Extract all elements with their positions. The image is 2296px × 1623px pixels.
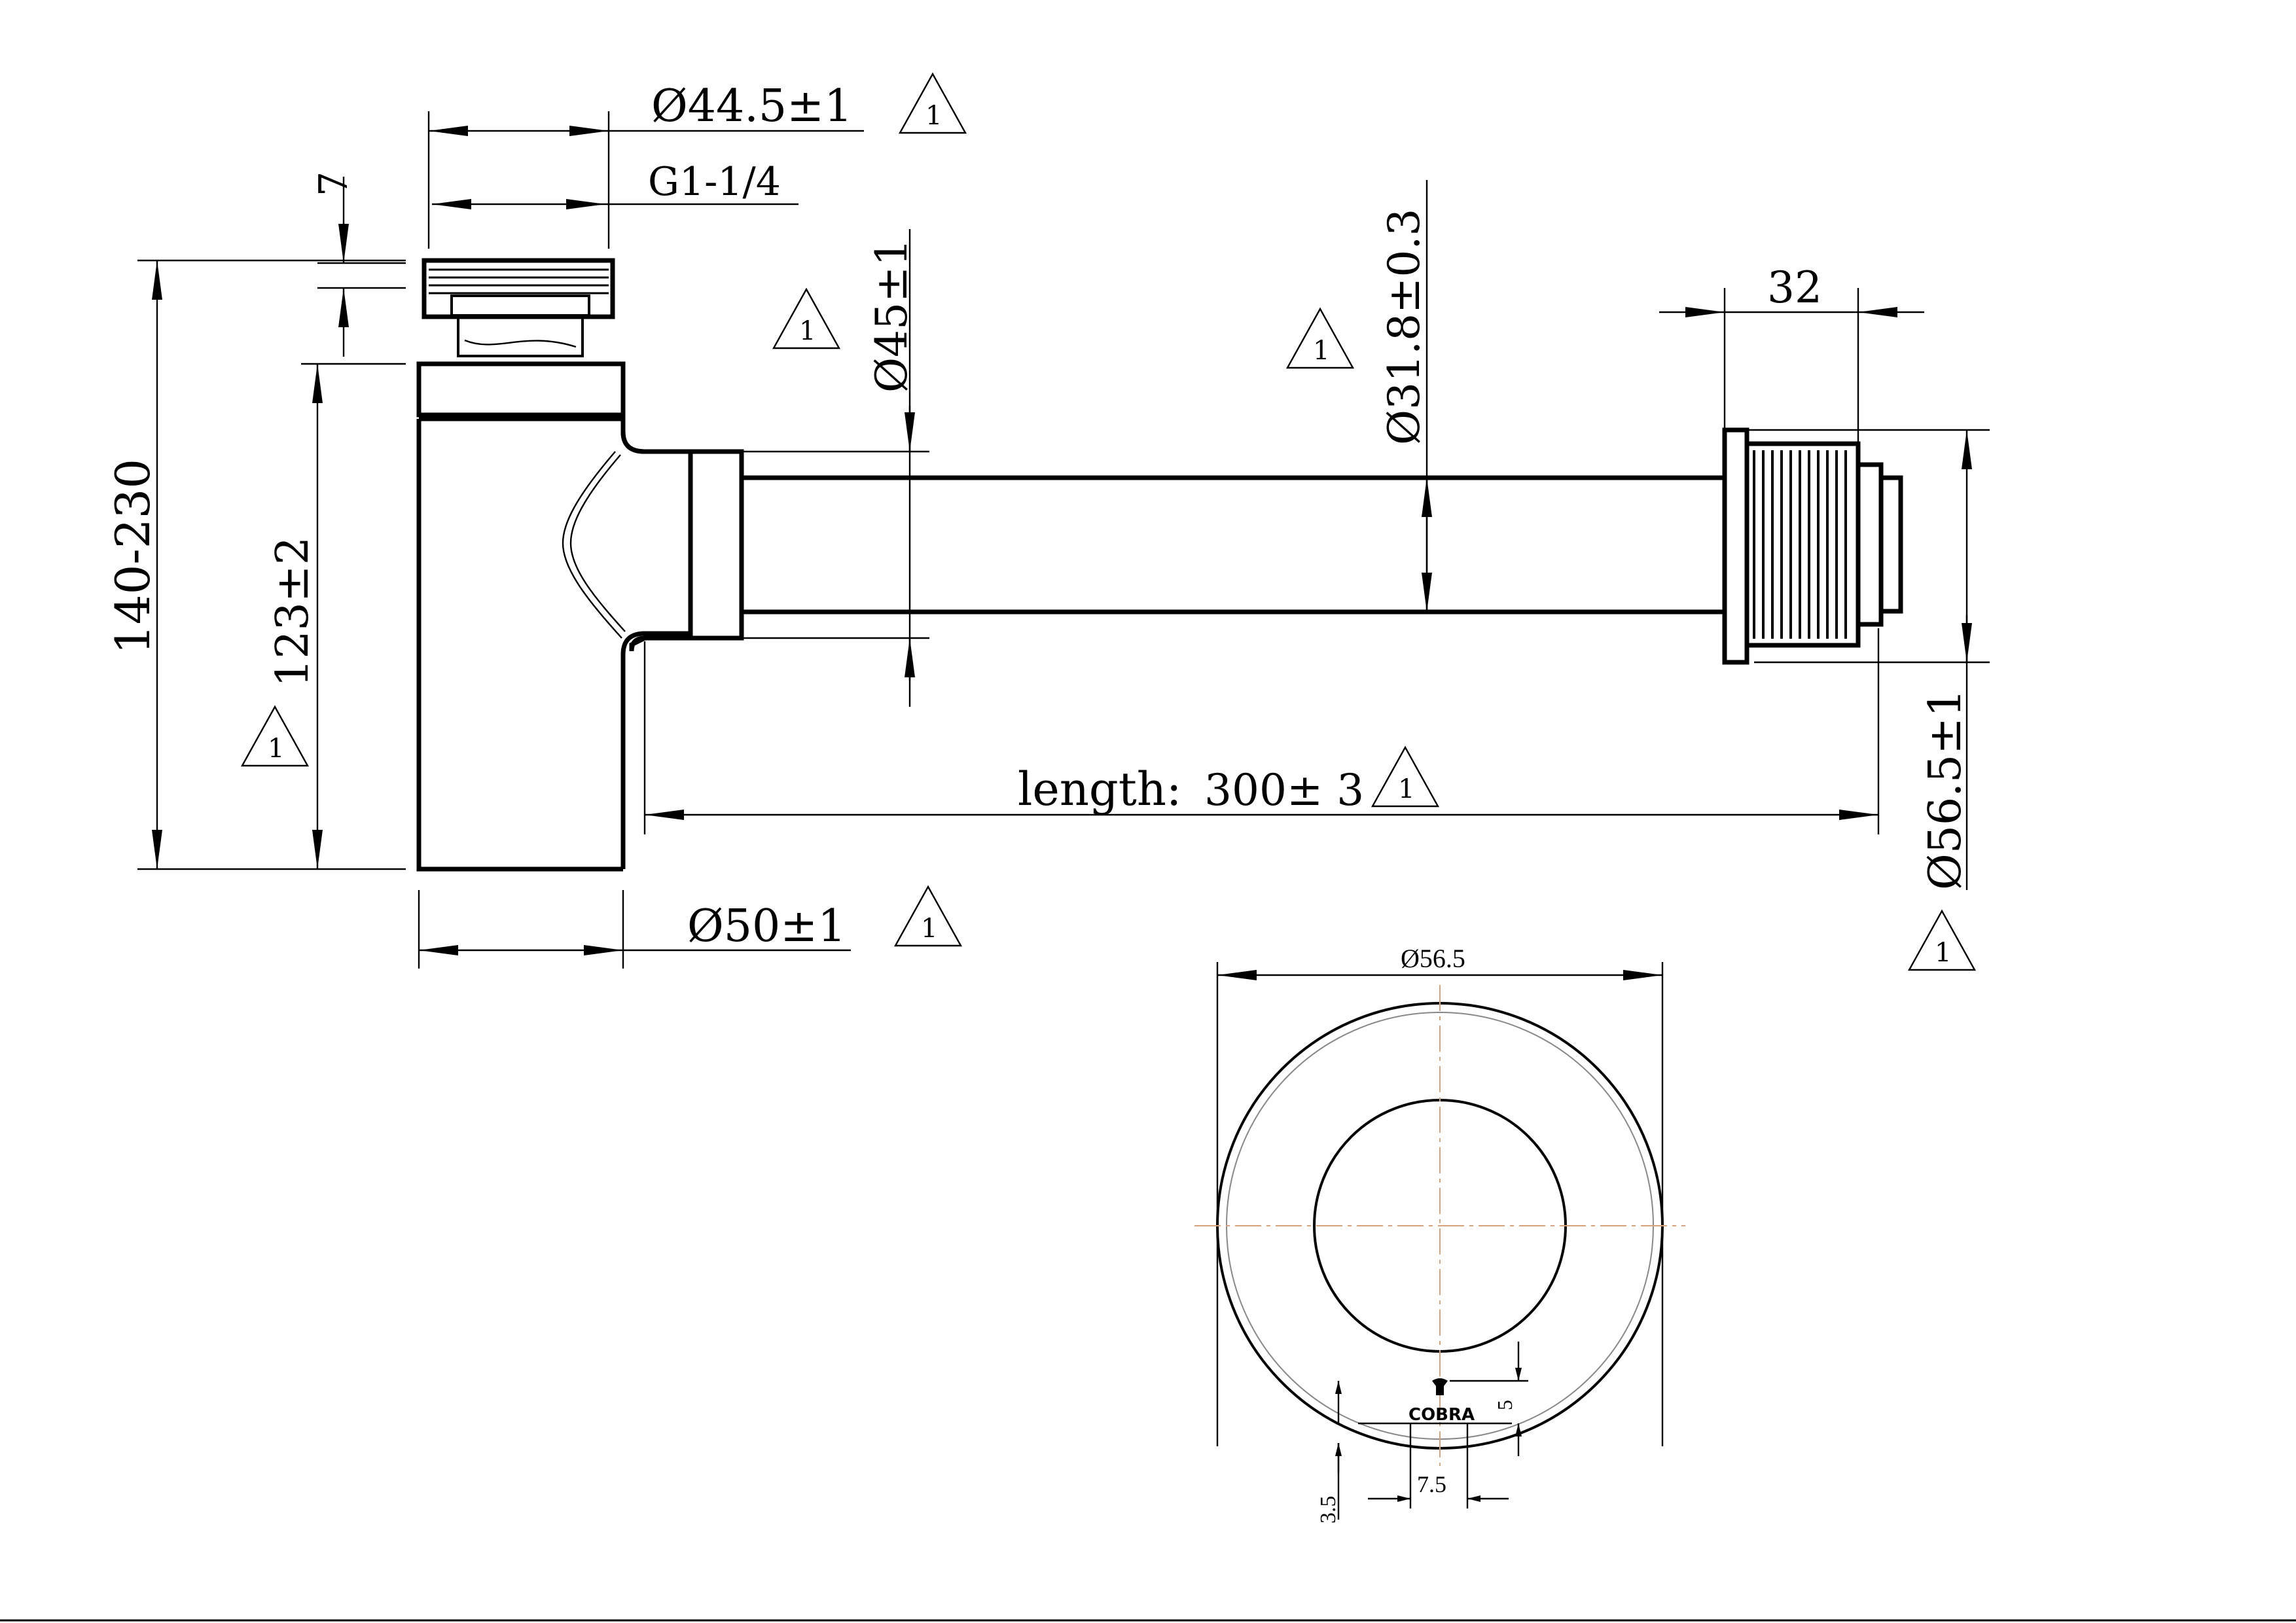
logo-width-label: 7.5 <box>1417 1471 1446 1497</box>
pipe-diameter-label: Ø31.8±0.3 <box>1379 209 1429 445</box>
rev-marker: 1 <box>1398 774 1414 804</box>
body-diameter-label: Ø50±1 <box>687 901 846 952</box>
trap-body <box>416 416 693 872</box>
nut-width-label: 32 <box>1767 262 1822 313</box>
logo-height-label: 5 <box>1493 1400 1516 1410</box>
rosette-diameter-label: Ø56.5 <box>1401 944 1465 973</box>
cap-height-label: 7 <box>311 171 357 196</box>
length-caption: length: <box>1018 762 1182 816</box>
rev-marker: 1 <box>925 101 942 131</box>
body-height-label: 123±2 <box>267 537 319 687</box>
rev-marker: 1 <box>921 914 937 944</box>
body-collar <box>416 361 626 418</box>
cobra-logo: COBRA <box>1408 1378 1475 1425</box>
outlet-socket <box>688 449 744 641</box>
overall-height-label: 140-230 <box>105 459 160 654</box>
svg-text:COBRA: COBRA <box>1408 1405 1475 1425</box>
flange-diameter-label: Ø56.5±1 <box>1920 689 1971 890</box>
thread-label: G1-1/4 <box>648 159 781 205</box>
length-value: 300± 3 <box>1204 765 1364 815</box>
dimensions: Ø44.5±1 1 G1-1/4 7 140-230 123±2 1 Ø45±1… <box>105 73 1990 971</box>
rosette-front-view: Ø56.5 COBRA 5 7.5 3.5 <box>1194 944 1685 1524</box>
rev-marker: 1 <box>268 734 284 764</box>
cap-diameter-label: Ø44.5±1 <box>651 80 852 132</box>
rev-marker: 1 <box>1935 938 1951 968</box>
trap-side-view <box>416 258 1903 872</box>
threaded-end <box>1744 441 1903 648</box>
rev-marker: 1 <box>1313 336 1329 366</box>
rev-marker: 1 <box>799 316 816 346</box>
nut-knurling <box>429 268 609 294</box>
wall-flange <box>1722 427 1749 665</box>
logo-offset-label: 3.5 <box>1316 1496 1340 1524</box>
inlet-diameter-label: Ø45±1 <box>867 239 917 393</box>
